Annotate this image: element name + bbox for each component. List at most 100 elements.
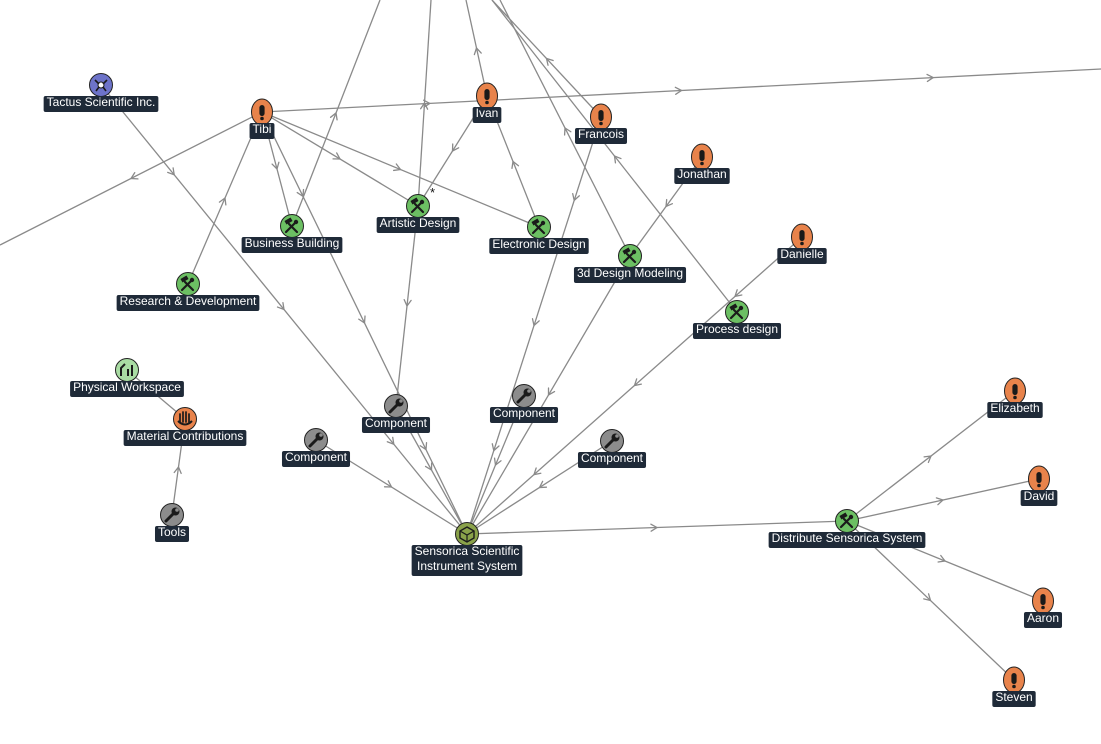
edge-arrow-head bbox=[923, 593, 932, 602]
edge-arrow-head bbox=[491, 443, 500, 452]
node-label-text: Research & Development bbox=[120, 294, 257, 308]
node-label-text: Component bbox=[581, 451, 644, 465]
edge-arrow-head bbox=[923, 455, 933, 464]
node-tools[interactable] bbox=[160, 503, 184, 527]
person-icon bbox=[1040, 594, 1046, 610]
node-label-comp2: Component bbox=[281, 450, 351, 467]
person-icon bbox=[1011, 673, 1017, 689]
tools-icon bbox=[729, 303, 744, 320]
edge-arrow-head bbox=[531, 318, 540, 327]
node-label-text: Process design bbox=[696, 322, 778, 336]
edge-arrow-head bbox=[383, 480, 393, 488]
node-label-tactus: Tactus Scientific Inc. bbox=[43, 95, 159, 112]
node-label-danielle: Danielle bbox=[777, 247, 827, 264]
node-process[interactable] bbox=[725, 300, 749, 324]
edge-arrow-head bbox=[332, 152, 342, 160]
edge-arrow-head bbox=[329, 111, 338, 121]
edge-arrow-head bbox=[935, 497, 945, 506]
edge-tibi-to-electronic bbox=[261, 111, 540, 228]
person-icon bbox=[1012, 384, 1018, 400]
node-label-david: David bbox=[1020, 489, 1058, 506]
wrench-icon bbox=[164, 507, 180, 523]
node-label-artistic: Artistic Design bbox=[376, 216, 460, 233]
node-comp3[interactable] bbox=[512, 384, 536, 408]
edge-arrow-head bbox=[358, 315, 366, 325]
edge-arrow-head bbox=[271, 161, 280, 171]
edge-arrow-head bbox=[547, 387, 556, 397]
wrench-icon bbox=[308, 432, 324, 448]
node-label-comp4: Component bbox=[577, 451, 647, 468]
hand-icon bbox=[177, 411, 193, 426]
edge-arrow-head bbox=[403, 299, 412, 308]
node-label-comp1: Component bbox=[361, 416, 431, 433]
node-material[interactable] bbox=[173, 407, 197, 431]
node-label-text: Sensorica Scientific bbox=[415, 544, 520, 558]
node-label-text: Tools bbox=[158, 525, 186, 539]
node-label-text: Material Contributions bbox=[127, 429, 244, 443]
nodes-layer: * bbox=[89, 73, 1054, 694]
node-electronic[interactable] bbox=[527, 215, 551, 239]
node-comp4[interactable] bbox=[600, 429, 624, 453]
node-business[interactable] bbox=[280, 214, 304, 238]
node-workspace[interactable] bbox=[115, 358, 139, 382]
edge-tibi-to-product bbox=[261, 111, 468, 535]
node-label-steven: Steven bbox=[992, 690, 1036, 707]
edge-arrow-head bbox=[419, 101, 429, 110]
node-label-text: Francois bbox=[578, 127, 624, 141]
tools-icon bbox=[284, 217, 299, 234]
node-label-distribute: Distribute Sensorica System bbox=[768, 531, 926, 548]
node-artistic[interactable]: * bbox=[406, 185, 436, 218]
edge-arrow-head bbox=[533, 467, 542, 476]
node-label-workspace: Physical Workspace bbox=[70, 380, 184, 397]
edge-ivan-to-edge-offscreen-top-3 bbox=[465, 0, 488, 97]
node-research[interactable] bbox=[176, 272, 200, 296]
person-icon bbox=[699, 150, 705, 166]
node-label-modeling: 3d Design Modeling bbox=[573, 266, 687, 283]
wrench-icon bbox=[516, 388, 532, 404]
edge-arrow-head bbox=[451, 143, 460, 153]
node-comp1[interactable] bbox=[384, 394, 408, 418]
node-label-business: Business Building bbox=[241, 236, 343, 253]
node-label-elizabeth: Elizabeth bbox=[987, 401, 1043, 418]
node-product[interactable] bbox=[455, 522, 479, 546]
node-comp2[interactable] bbox=[304, 428, 328, 452]
node-label-tools: Tools bbox=[154, 525, 190, 542]
wrench-icon bbox=[604, 433, 620, 449]
node-label-text: David bbox=[1024, 489, 1055, 503]
organization-icon bbox=[94, 79, 108, 92]
edge-artistic-to-edge-offscreen-top-2 bbox=[417, 0, 432, 207]
edge-arrow-head bbox=[419, 442, 428, 451]
node-label-text: Component bbox=[493, 406, 556, 420]
node-tactus[interactable] bbox=[89, 73, 113, 97]
node-label-text: Electronic Design bbox=[492, 237, 585, 251]
node-david[interactable] bbox=[1028, 465, 1050, 493]
labels-layer: Tactus Scientific Inc.TibiIvanFrancoisJo… bbox=[43, 95, 1063, 707]
node-label-text: Instrument System bbox=[417, 559, 517, 573]
edge-arrow-head bbox=[473, 46, 482, 56]
node-distribute[interactable] bbox=[835, 509, 859, 533]
edge-arrow-head bbox=[563, 126, 572, 136]
person-icon bbox=[1036, 472, 1042, 488]
edge-arrow-head bbox=[167, 167, 176, 176]
node-label-francois: Francois bbox=[574, 127, 628, 144]
tools-icon bbox=[622, 247, 637, 264]
node-modeling[interactable] bbox=[618, 244, 642, 268]
node-label-text: Ivan bbox=[476, 106, 499, 120]
node-label-process: Process design bbox=[692, 322, 782, 339]
edge-arrow-head bbox=[545, 57, 554, 66]
node-marker-artistic: * bbox=[430, 185, 435, 200]
edge-arrow-head bbox=[424, 462, 433, 472]
node-label-comp3: Component bbox=[489, 406, 559, 423]
edge-tibi-to-artistic bbox=[261, 111, 419, 207]
node-francois[interactable] bbox=[590, 103, 612, 131]
edge-arrow-head bbox=[218, 196, 227, 206]
person-icon bbox=[259, 105, 265, 121]
edge-arrow-head bbox=[674, 86, 683, 95]
node-label-electronic: Electronic Design bbox=[489, 237, 589, 254]
node-label-text: Tactus Scientific Inc. bbox=[47, 95, 156, 109]
edge-distribute-to-david bbox=[846, 478, 1040, 522]
tools-icon bbox=[839, 512, 854, 529]
node-label-text: Business Building bbox=[245, 236, 340, 250]
